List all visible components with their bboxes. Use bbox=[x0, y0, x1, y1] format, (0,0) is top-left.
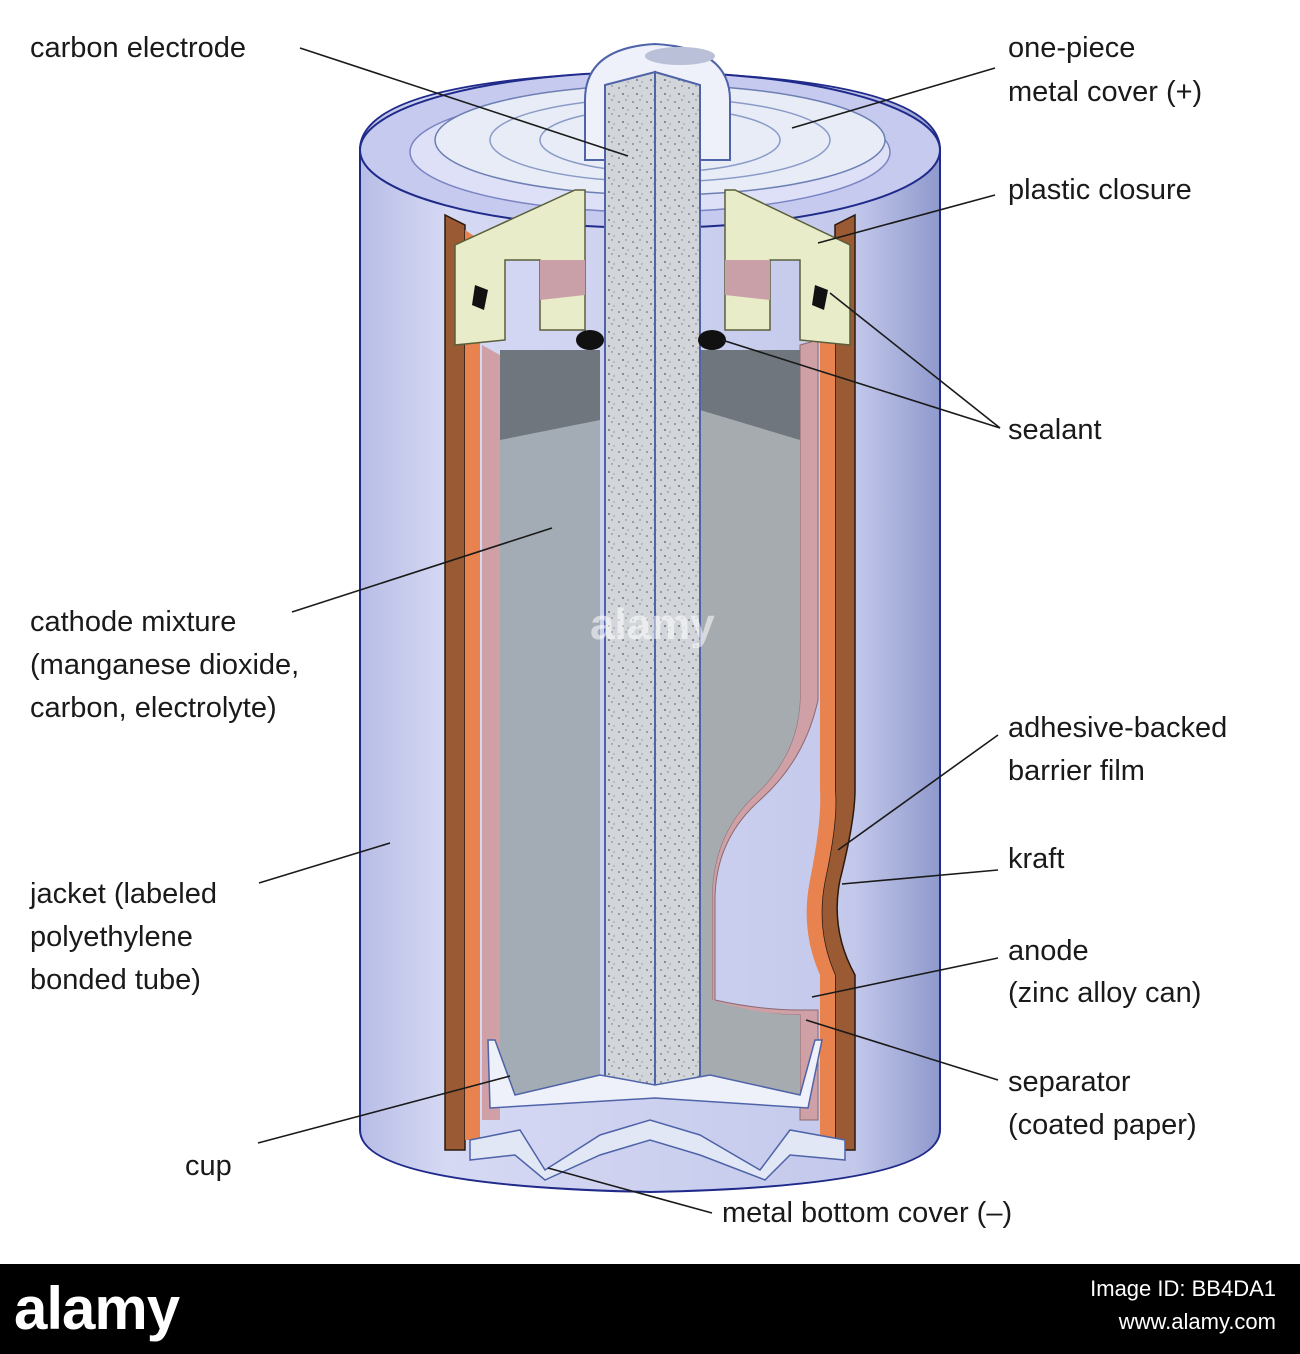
image-id-block: Image ID: BB4DA1 www.alamy.com bbox=[1090, 1272, 1276, 1338]
barrier-film bbox=[482, 339, 819, 1121]
battery-cutaway-diagram: carbon electrode one-piece metal cover (… bbox=[29, 32, 1227, 1229]
cathode-mixture bbox=[500, 350, 800, 1105]
label-sealant: sealant bbox=[1008, 414, 1102, 446]
label-carbon-electrode: carbon electrode bbox=[30, 32, 246, 64]
label-kraft: kraft bbox=[1008, 843, 1064, 875]
alamy-logo: alamy bbox=[14, 1275, 180, 1342]
label-cathode-line3: carbon, electrolyte) bbox=[30, 692, 277, 724]
metal-bottom-cover bbox=[469, 1119, 846, 1181]
label-barrier-line1: adhesive-backed bbox=[1008, 712, 1227, 744]
site-url-text: www.alamy.com bbox=[1118, 1309, 1276, 1334]
label-anode-line2: (zinc alloy can) bbox=[1008, 977, 1201, 1009]
leader-lines bbox=[257, 47, 1001, 1214]
label-cathode-line1: cathode mixture bbox=[30, 606, 236, 638]
label-metal-cover-line2: metal cover (+) bbox=[1008, 76, 1202, 108]
label-jacket-line1: jacket (labeled bbox=[29, 878, 217, 910]
sealant bbox=[472, 285, 828, 350]
label-separator-line2: (coated paper) bbox=[1008, 1109, 1197, 1141]
label-bottom-cover: metal bottom cover (–) bbox=[722, 1197, 1012, 1229]
label-metal-cover-line1: one-piece bbox=[1008, 32, 1135, 64]
label-anode-line1: anode bbox=[1008, 935, 1089, 967]
cup bbox=[487, 1039, 823, 1109]
label-barrier-line2: barrier film bbox=[1008, 755, 1145, 787]
labels: carbon electrode one-piece metal cover (… bbox=[29, 32, 1227, 1229]
image-id-text: Image ID: BB4DA1 bbox=[1090, 1276, 1276, 1301]
label-separator-line1: separator bbox=[1008, 1066, 1131, 1098]
label-cathode-line2: (manganese dioxide, bbox=[30, 649, 299, 681]
label-cup: cup bbox=[185, 1150, 232, 1182]
label-jacket-line2: polyethylene bbox=[30, 921, 193, 953]
label-plastic-closure: plastic closure bbox=[1008, 174, 1192, 206]
carbon-rod bbox=[604, 70, 701, 1102]
label-jacket-line3: bonded tube) bbox=[30, 964, 201, 996]
stock-footer-bar: alamy Image ID: BB4DA1 www.alamy.com bbox=[0, 1264, 1300, 1354]
